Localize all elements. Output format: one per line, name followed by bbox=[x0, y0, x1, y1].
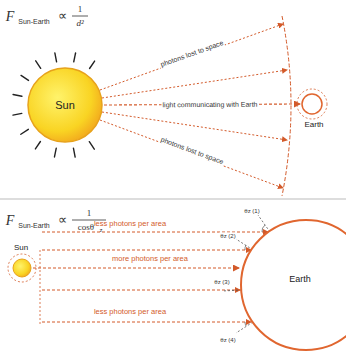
text-label: F bbox=[6, 213, 15, 229]
text-label: θz (1) bbox=[243, 208, 260, 215]
edge-label: light communicating with Earth bbox=[162, 100, 259, 109]
node-outline bbox=[301, 93, 323, 115]
node-label: Sun bbox=[14, 243, 28, 252]
light-ray bbox=[33, 267, 239, 268]
distance-arc bbox=[282, 16, 291, 196]
fraction-bar bbox=[72, 16, 88, 17]
text-label: Sun-Earth bbox=[18, 222, 50, 230]
text-label: 1 bbox=[78, 4, 83, 14]
earth-circle: Earth bbox=[301, 93, 323, 115]
text-label: less photons per area bbox=[94, 220, 166, 229]
text-label: 1 bbox=[87, 208, 92, 218]
node-label: Sun bbox=[55, 99, 75, 112]
text-label: F bbox=[6, 9, 15, 25]
text-label: ∝ bbox=[58, 9, 67, 24]
text-label: θz (3) bbox=[213, 279, 230, 286]
incident-rays bbox=[42, 232, 268, 322]
panel-divider bbox=[0, 199, 346, 200]
node-outline bbox=[240, 219, 346, 351]
node-label: Earth bbox=[289, 274, 311, 284]
text-label: cosθ bbox=[78, 222, 94, 232]
ray-label: photons lost to space bbox=[159, 39, 226, 70]
text-label: less photons per area bbox=[94, 308, 166, 317]
earth-halo bbox=[297, 89, 327, 119]
sun-circle: Sun bbox=[12, 258, 32, 278]
node-label: Earth bbox=[304, 120, 323, 129]
text-label: Sun-Earth bbox=[18, 18, 50, 26]
sun-front bbox=[40, 250, 41, 326]
text-label: more photons per area bbox=[112, 255, 188, 264]
text-label: θz (2) bbox=[219, 233, 236, 240]
earth-circle: Earth bbox=[240, 219, 346, 351]
text-label: ∝ bbox=[58, 213, 67, 228]
sun-circle: Sun bbox=[27, 67, 103, 143]
sun-halo bbox=[8, 254, 36, 282]
node-outline bbox=[12, 258, 32, 278]
ray-label: photons lost to space bbox=[159, 135, 226, 166]
photon-rays bbox=[100, 24, 287, 188]
text-label: d² bbox=[76, 18, 83, 28]
text-label: θz (4) bbox=[219, 337, 236, 344]
